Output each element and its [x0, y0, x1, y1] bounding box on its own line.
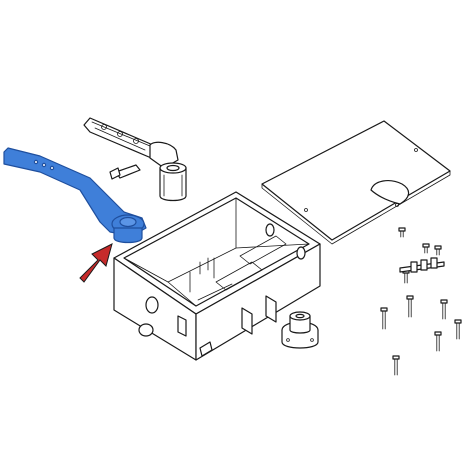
screw [392, 355, 400, 376]
foundation-box [113, 191, 321, 361]
indicator-arrow [79, 243, 113, 283]
screw [398, 227, 406, 238]
release-key [83, 117, 187, 202]
screw [380, 307, 388, 330]
screw [422, 243, 430, 254]
pivot-bearing [281, 311, 319, 349]
screw [406, 295, 414, 318]
nut [410, 261, 418, 273]
hardware-screws [380, 227, 462, 376]
nut [430, 257, 438, 269]
screw [434, 331, 442, 352]
highlighted-lever-arm [3, 147, 147, 244]
screw [454, 319, 462, 340]
screw [440, 299, 448, 320]
cover-plate [261, 120, 451, 245]
screw [434, 245, 442, 256]
nut [420, 259, 428, 271]
